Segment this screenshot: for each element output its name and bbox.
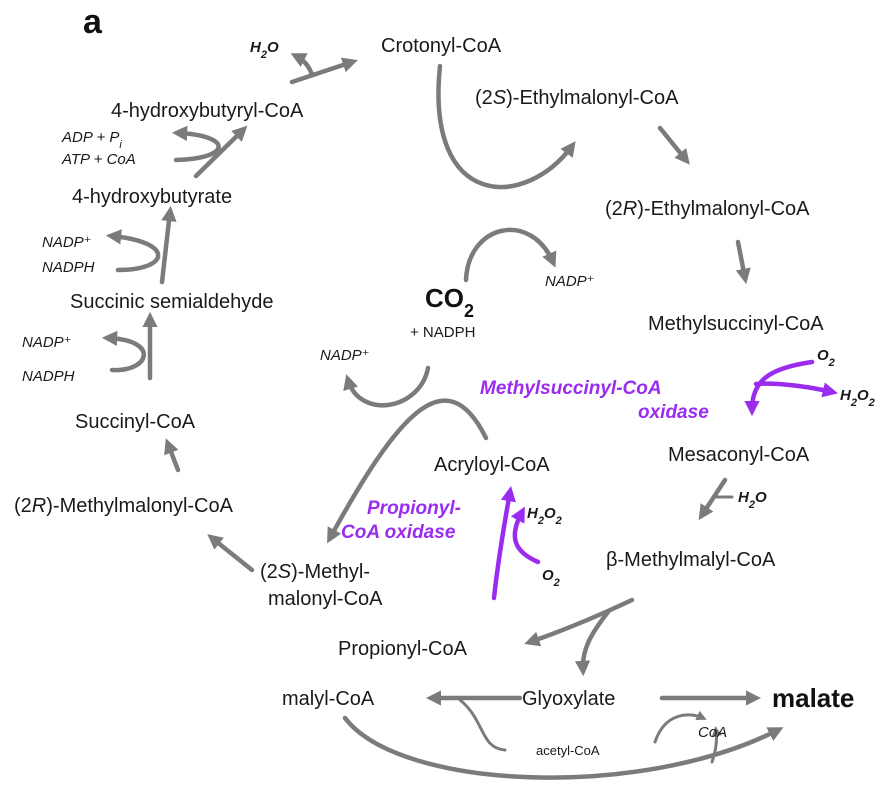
arrow-methylsuccinyl-to-mesaconyl — [744, 359, 815, 417]
arrow-nadph-to-nadp-right — [463, 227, 557, 283]
metabolite-crotonyl-coa: Crotonyl-CoA — [381, 35, 502, 57]
arrow-o2-to-h2o2-right — [753, 381, 838, 398]
arrow-ethylmalonyl-to-methylsuccinyl — [735, 239, 751, 285]
enzyme-propionyl-coa-oxidase-line1: Propionyl- — [367, 498, 461, 519]
enzyme-propionyl-coa-oxidase-line2: CoA oxidase — [341, 522, 456, 543]
metabolite-beta-methylmalyl-coa: β-Methylmalyl-CoA — [606, 549, 776, 571]
arrow-hbcoa-to-crotonyl — [289, 57, 358, 85]
coa-cofactor: CoA — [698, 724, 727, 741]
metabolite-2s-methylmalonyl-coa-line2: malonyl-CoA — [268, 588, 383, 610]
enzyme-methylsuccinyl-coa-oxidase-line1: Methylsuccinyl-CoA — [480, 378, 662, 399]
metabolite-2r-methylmalonyl-coa: (2R)-Methylmalonyl-CoA — [14, 495, 234, 517]
metabolite-acryloyl-coa: Acryloyl-CoA — [434, 454, 550, 476]
arrow-nadph-to-nadp-upper — [105, 229, 161, 273]
metabolite-methylsuccinyl-coa: Methylsuccinyl-CoA — [648, 313, 824, 335]
h2o2-cofactor-mid: H2O2 — [527, 505, 562, 527]
nadp-cofactor-2: NADP⁺ — [22, 334, 72, 351]
arrows — [101, 53, 838, 780]
metabolite-malate: malate — [772, 683, 854, 713]
enzyme-methylsuccinyl-coa-oxidase-line2: oxidase — [638, 402, 709, 423]
arrow-hydroxybutyrate-to-hbcoa — [193, 125, 248, 179]
o2-cofactor-right: O2 — [817, 347, 835, 369]
arrow-2s-to-2r-ethylmalonyl — [657, 125, 690, 165]
metabolite-2s-methylmalonyl-coa-line1: (2S)-Methyl- — [260, 561, 370, 583]
metabolite-succinyl-coa: Succinyl-CoA — [75, 411, 196, 433]
metabolite-mesaconyl-coa: Mesaconyl-CoA — [668, 444, 810, 466]
arrow-acryloyl-to-methylmalonyl — [327, 398, 489, 544]
arrow-h2o-release-top — [290, 53, 315, 78]
o2-cofactor-mid: O2 — [542, 567, 560, 589]
metabolite-propionyl-coa: Propionyl-CoA — [338, 638, 468, 660]
arrow-nadph-to-nadp-left — [343, 365, 431, 408]
arrow-coa-release — [653, 710, 707, 744]
nadph-cofactor-1: NADPH — [42, 259, 95, 276]
co2-label: CO2 — [425, 283, 474, 321]
metabolite-2s-ethylmalonyl-coa: (2S)-Ethylmalonyl-CoA — [475, 87, 679, 109]
arrow-ssa-to-hydroxybutyrate — [159, 205, 177, 285]
arrow-crotonyl-to-ethylmalonyl — [436, 63, 576, 190]
adp-pi-cofactor: ADP + Pi — [61, 129, 122, 151]
nadp-cofactor-left: NADP⁺ — [320, 347, 370, 364]
h2o-cofactor-mid: H2O — [738, 489, 767, 511]
nadp-cofactor-1: NADP⁺ — [42, 234, 92, 251]
metabolite-4-hydroxybutyryl-coa: 4-hydroxybutyryl-CoA — [111, 100, 304, 122]
panel-label: a — [83, 3, 103, 41]
metabolite-malyl-coa: malyl-CoA — [282, 688, 375, 710]
h2o2-cofactor-right: H2O2 — [840, 387, 875, 409]
nadph-cofactor-2: NADPH — [22, 368, 75, 385]
arrow-malylcoa-to-malate — [342, 715, 784, 780]
atp-coa-cofactor: ATP + CoA — [61, 151, 136, 168]
arrow-nadph-to-nadp-lower — [101, 330, 146, 373]
arrow-methylmalyl-to-glyoxylate — [574, 609, 611, 677]
arrow-2s-to-2r-methylmalonyl — [207, 534, 255, 573]
metabolite-succinic-semialdehyde: Succinic semialdehyde — [70, 291, 273, 313]
h2o-cofactor-top: H2O — [250, 39, 279, 61]
arrow-methylmalyl-to-propionyl — [524, 597, 635, 647]
nadp-cofactor-right: NADP⁺ — [545, 273, 595, 290]
plus-nadph-label: + NADPH — [410, 324, 475, 341]
metabolite-glyoxylate: Glyoxylate — [522, 688, 615, 710]
arrow-acetylcoa-join — [458, 698, 507, 752]
arrow-coa-bottom — [710, 725, 722, 764]
metabolite-4-hydroxybutyrate: 4-hydroxybutyrate — [72, 186, 232, 208]
arrow-o2-to-h2o2-mid — [510, 506, 541, 565]
metabolite-2r-ethylmalonyl-coa: (2R)-Ethylmalonyl-CoA — [605, 198, 810, 220]
arrow-methylmalonyl-to-succinyl — [164, 438, 181, 473]
arrow-atp-to-adp — [171, 125, 221, 163]
acetyl-coa-cofactor: acetyl-CoA — [536, 743, 600, 758]
arrow-propionyl-to-acryloyl — [491, 485, 516, 601]
